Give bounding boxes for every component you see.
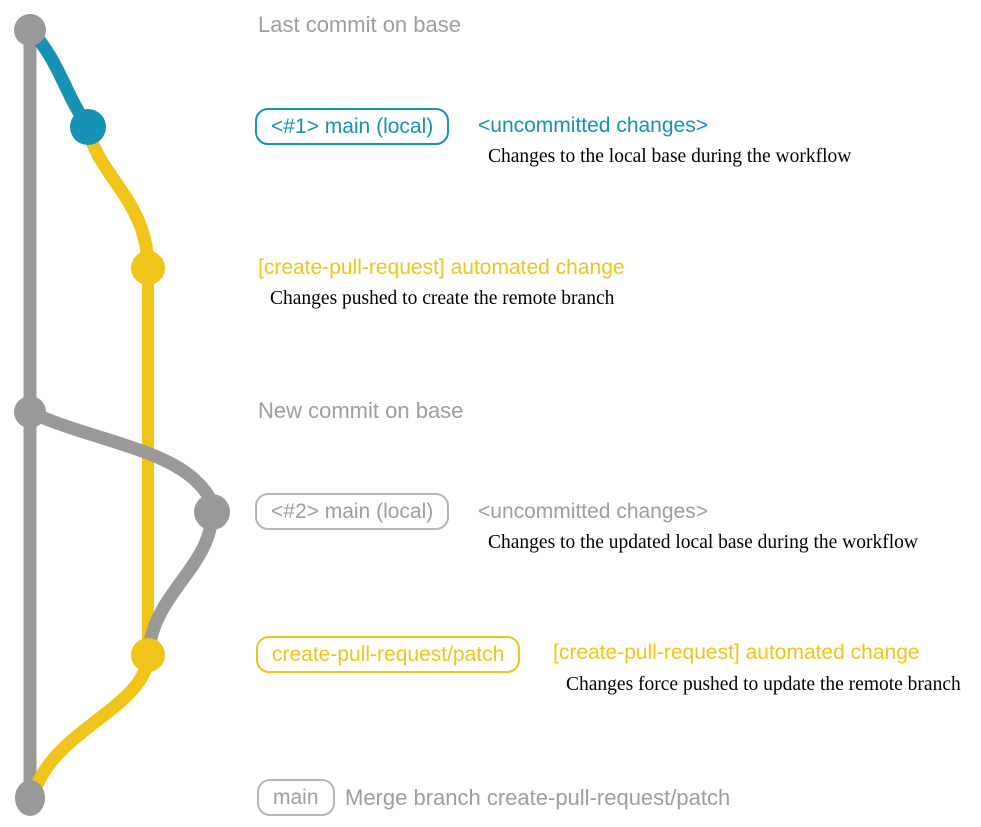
- desc-local-base-changes-1: Changes to the local base during the wor…: [488, 146, 852, 167]
- commit-dot-new-base: [14, 396, 46, 428]
- merge-to-base-line: [23, 648, 155, 805]
- commit-dot-merge: [15, 780, 45, 816]
- local-main-2-branch-line: [23, 405, 219, 519]
- commit-dot-last-base: [14, 14, 46, 46]
- branch-tag-main-local-2: <#2> main (local): [255, 493, 450, 530]
- caption-last-commit-on-base: Last commit on base: [258, 12, 461, 37]
- branch-tag-create-pull-request-patch: create-pull-request/patch: [256, 636, 521, 673]
- commit-title-automated-change-2: [create-pull-request] automated change: [553, 641, 920, 664]
- branch-tag-main-local-2-label: <#2> main (local): [271, 500, 434, 523]
- status-uncommitted-changes-1: <uncommitted changes>: [478, 114, 708, 137]
- branch-tag-create-pull-request-patch-label: create-pull-request/patch: [272, 643, 505, 666]
- commit-dot-local-main-2: [194, 494, 230, 530]
- commit-dot-patch-1: [131, 251, 165, 285]
- commit-dot-local-main-1: [70, 109, 106, 145]
- branch-tag-main-local-1: <#1> main (local): [255, 108, 450, 145]
- branch-tag-main-local-1-label: <#1> main (local): [271, 115, 434, 138]
- desc-push-create-remote: Changes pushed to create the remote bran…: [270, 288, 615, 309]
- desc-local-base-changes-2: Changes to the updated local base during…: [488, 532, 918, 553]
- force-push-line: [141, 505, 219, 662]
- commit-title-automated-change-1: [create-pull-request] automated change: [258, 256, 625, 279]
- caption-new-commit-on-base: New commit on base: [258, 398, 464, 423]
- status-uncommitted-changes-2: <uncommitted changes>: [478, 500, 708, 523]
- commit-dot-patch-2: [131, 638, 165, 672]
- branch-tag-main: main: [257, 779, 335, 816]
- branch-tag-main-label: main: [273, 786, 319, 809]
- push-to-patch-line: [81, 120, 155, 275]
- desc-force-push-update-remote: Changes force pushed to update the remot…: [566, 674, 961, 695]
- commit-title-merge-branch: Merge branch create-pull-request/patch: [345, 785, 731, 810]
